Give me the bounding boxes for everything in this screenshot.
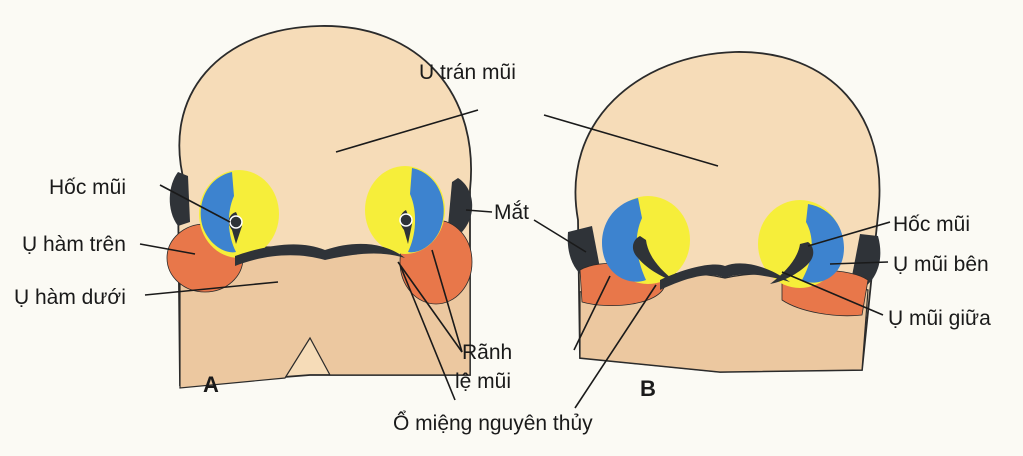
panel-a-nasal-right (365, 166, 445, 254)
panel-b-stomodeum (660, 263, 790, 290)
label-u-ham-tren: Ụ hàm trên (22, 233, 126, 256)
label-mat: Mắt (494, 201, 530, 224)
leader-utran-a (335, 109, 479, 153)
panel-a-eye-left (169, 172, 190, 226)
leader-hocmui-a (159, 184, 231, 223)
label-ranh: Rãnh (462, 341, 513, 364)
panel-b-nasal-left (601, 196, 690, 284)
leader-ranh-2 (397, 261, 463, 353)
label-hoc-mui-b: Hốc mũi (893, 213, 971, 236)
leader-umuiben (829, 261, 889, 265)
leader-uhamtren (139, 243, 196, 255)
panel-b-eye-right (852, 234, 881, 286)
panel-a-embryo (166, 25, 473, 389)
leader-utran-b (543, 114, 719, 167)
leader-mat-a (465, 209, 493, 213)
panel-label-a: A (203, 372, 219, 397)
panel-label-b: B (640, 376, 656, 401)
label-hoc-mui-a: Hốc mũi (49, 176, 127, 199)
label-o-mieng: Ổ miệng nguyên thủy (393, 412, 593, 435)
leader-omieng-a (399, 264, 456, 401)
panel-a-stomodeum (235, 243, 405, 266)
leader-mat-b (533, 219, 587, 253)
panel-b-nasal-right (758, 200, 845, 288)
label-u-mui-giua: Ụ mũi giữa (888, 307, 991, 330)
label-u-mui-ben: Ụ mũi bên (893, 253, 989, 276)
leader-omieng-b (574, 284, 657, 409)
leader-lines (139, 109, 891, 409)
leader-uhamduoi (144, 281, 279, 296)
panel-b-embryo (567, 51, 881, 373)
leader-ranh-b (573, 275, 611, 351)
label-le-mui: lệ mũi (455, 370, 512, 393)
label-u-ham-duoi: Ụ hàm dưới (14, 286, 126, 309)
panel-a-nasal-left (199, 170, 279, 258)
leader-ranh-1 (431, 249, 463, 353)
leader-hocmui-b (807, 221, 891, 247)
panel-a-eye-right (448, 178, 473, 232)
leader-umuigiua (781, 271, 884, 316)
label-u-tran-mui: U trán mũi (419, 61, 516, 84)
